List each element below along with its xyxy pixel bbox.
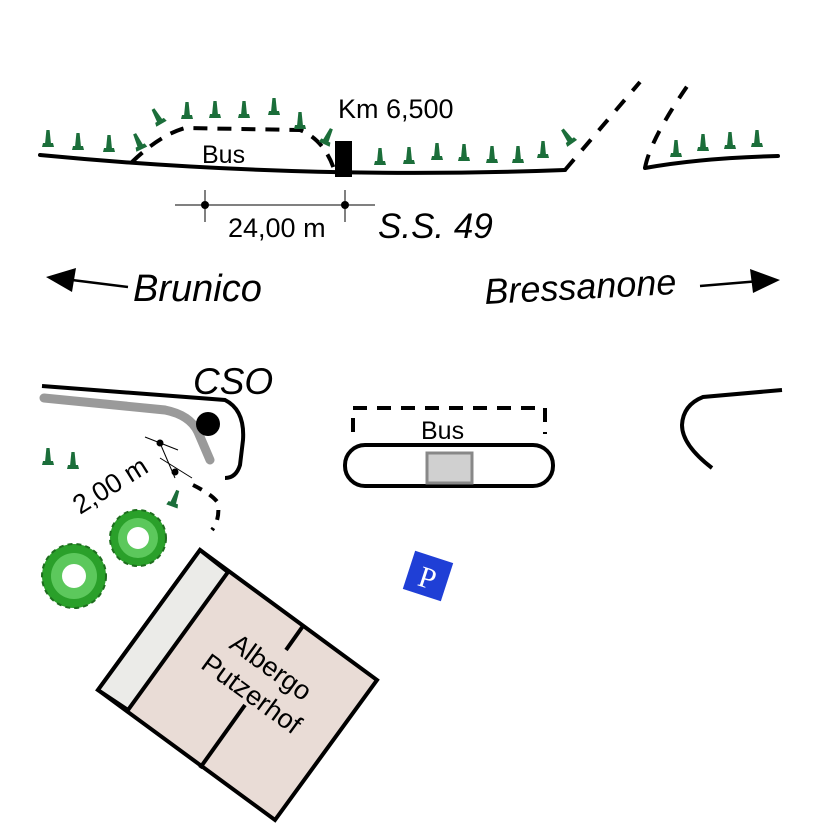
bus-label-bottom: Bus [421,417,464,445]
tree-icon [103,135,115,152]
km-marker-post [335,141,352,177]
parking-icon: P [402,550,454,602]
tree-icon [697,134,709,151]
arrow-right-icon [699,269,780,293]
tree-icon [72,133,84,150]
bush-icon [109,509,167,567]
right-road-edge [679,388,783,470]
tree-icon [67,452,79,469]
tree-icon [670,140,682,157]
bus-stop-bottom [343,406,555,488]
tree-icon [238,101,250,118]
tree-icon [537,141,549,158]
km-marker-label: Km 6,500 [338,94,454,124]
direction-right-label: Bressanone [483,261,677,312]
tree-icon [458,144,470,161]
tree-icon [147,106,167,127]
tree-icon [42,130,54,147]
tree-icon [129,131,148,152]
dimension-line-top [175,190,375,222]
distance-label-side: 2,00 m [67,451,153,520]
bush-icon [41,543,107,609]
bus-shelter [425,451,474,485]
side-road-edge [41,384,246,480]
side-road-inner-edge [39,393,215,465]
tree-icon [294,112,306,129]
tree-icon [724,132,736,149]
tree-icon [42,448,54,465]
road-name-label: S.S. 49 [378,207,493,246]
cso-label: CSO [193,361,273,402]
tree-icon [751,130,763,147]
tree-icon [209,101,221,118]
tree-icon [374,148,386,165]
dashed-path-edge [192,483,221,532]
tree-icon [512,146,524,163]
tree-icon [181,102,193,119]
bus-label-top: Bus [202,141,245,169]
tree-icon [557,126,578,147]
tree-icon [403,147,415,164]
tree-icon [431,143,443,160]
distance-label-top: 24,00 m [228,213,326,243]
direction-left-label: Brunico [133,268,262,310]
cso-marker [196,412,220,436]
dimension-line-side [144,436,193,479]
arrow-left-icon [46,268,129,292]
hotel-building [95,547,380,823]
main-road-ss49 [38,80,780,175]
tree-icon [486,146,498,163]
tree-icon [166,488,184,509]
tree-icon [268,98,280,115]
